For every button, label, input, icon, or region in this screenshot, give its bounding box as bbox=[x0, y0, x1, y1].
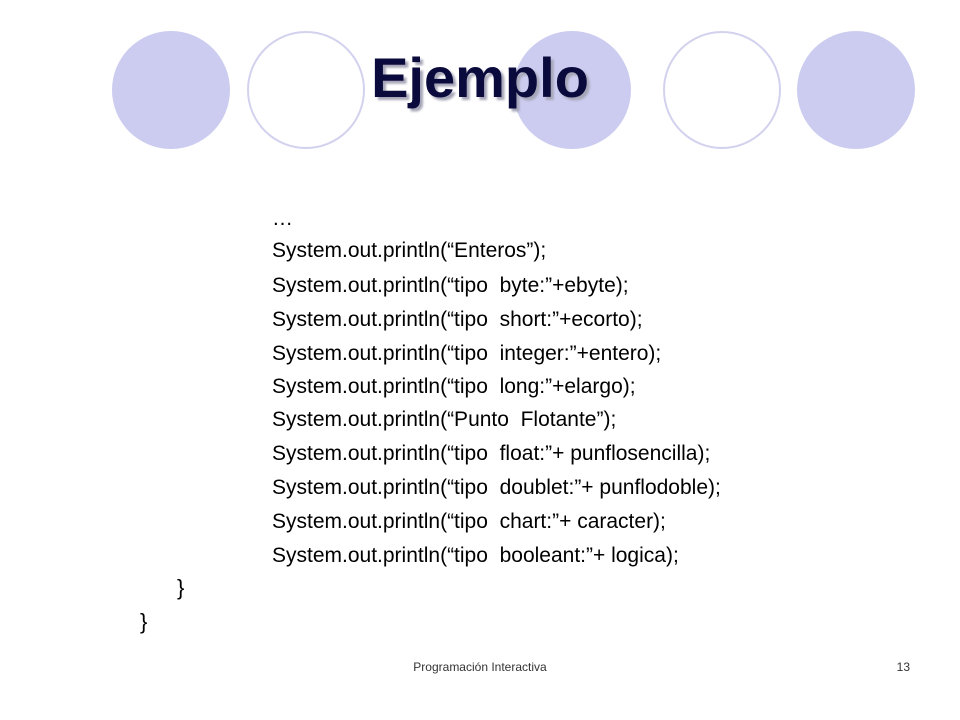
code-line: System.out.println(“tipo float:”+ punflo… bbox=[272, 442, 711, 465]
decorative-circle-3 bbox=[513, 31, 631, 149]
outer-closing-brace: } bbox=[140, 609, 148, 634]
code-line: System.out.println(“Enteros”); bbox=[272, 239, 547, 262]
page-number: 13 bbox=[896, 660, 910, 674]
code-line: System.out.println(“tipo byte:”+ebyte); bbox=[272, 274, 629, 297]
code-line: System.out.println(“tipo doublet:”+ punf… bbox=[272, 476, 721, 499]
slide-title: Ejemplo bbox=[371, 46, 589, 109]
inner-closing-brace: } bbox=[177, 575, 185, 600]
decorative-circle-1 bbox=[112, 31, 230, 149]
code-line: System.out.println(“tipo booleant:”+ log… bbox=[272, 544, 679, 567]
code-line: System.out.println(“tipo short:”+ecorto)… bbox=[272, 308, 643, 331]
footer-label: Programación Interactiva bbox=[413, 660, 547, 674]
decorative-circle-5 bbox=[797, 31, 915, 149]
decorative-circle-2 bbox=[247, 31, 365, 149]
code-line: System.out.println(“tipo integer:”+enter… bbox=[272, 342, 662, 365]
code-line: System.out.println(“Punto Flotante”); bbox=[272, 408, 617, 431]
decorative-circle-4 bbox=[663, 31, 781, 149]
code-line: … bbox=[272, 207, 293, 230]
code-line: System.out.println(“tipo long:”+elargo); bbox=[272, 375, 636, 398]
code-line: System.out.println(“tipo chart:”+ caract… bbox=[272, 510, 666, 533]
